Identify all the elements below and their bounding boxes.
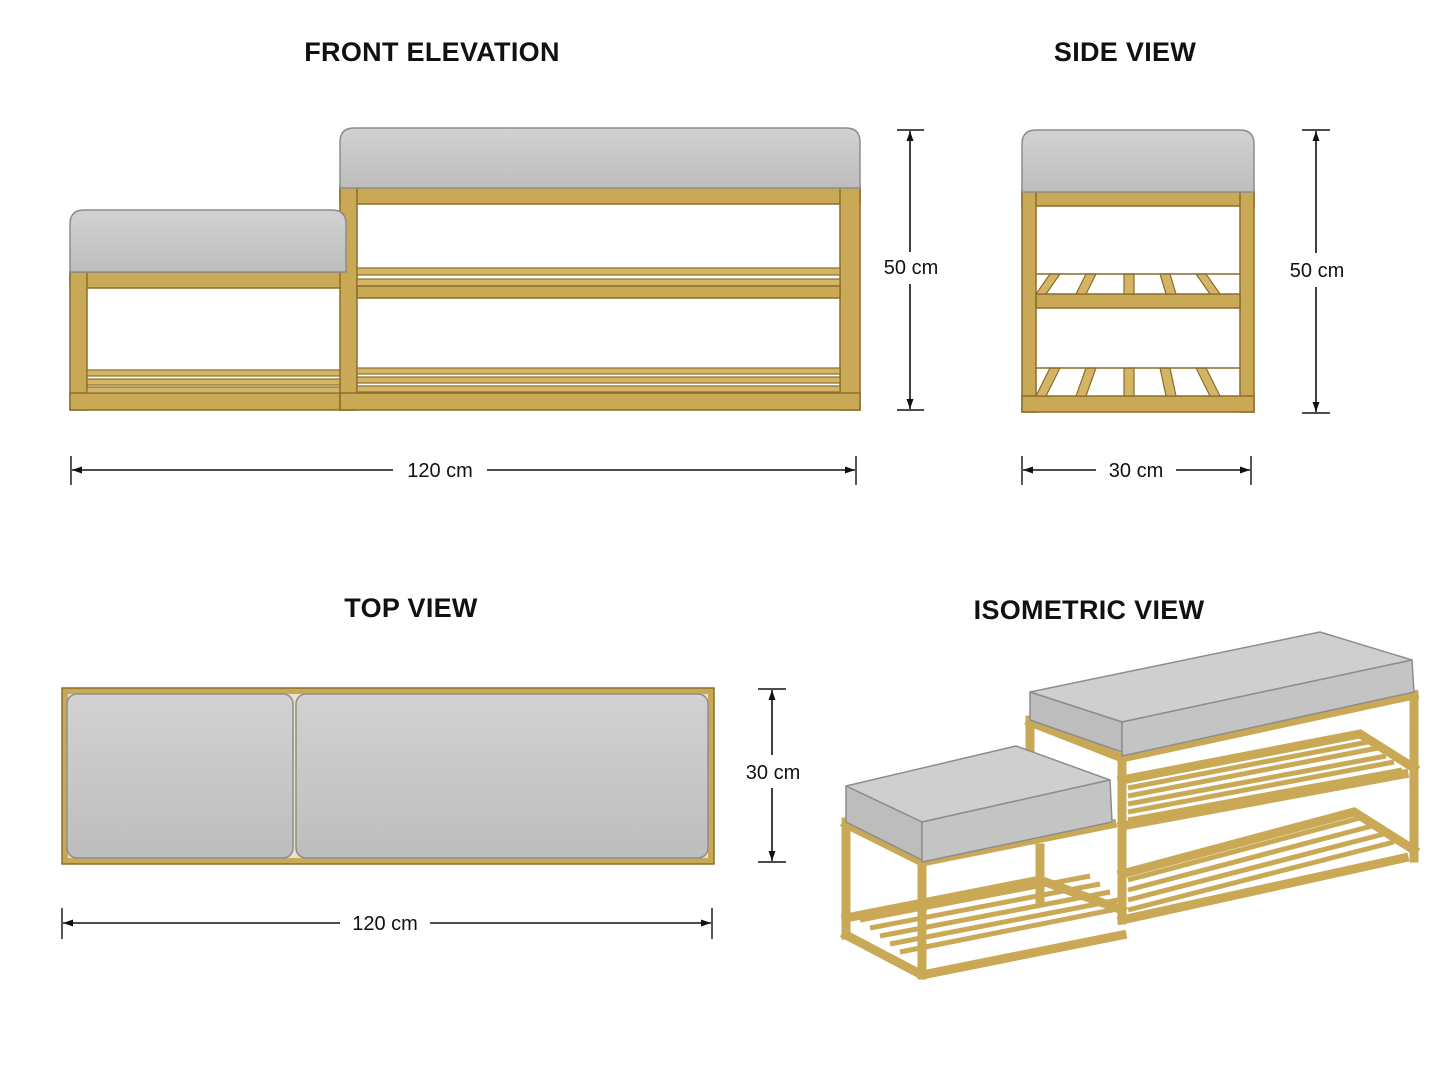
front-width-label: 120 cm bbox=[407, 460, 473, 482]
side-width-label: 30 cm bbox=[1109, 460, 1163, 482]
iso-small-cushion bbox=[845, 745, 1113, 863]
front-elevation-title: FRONT ELEVATION bbox=[304, 37, 560, 67]
side-view-drawing bbox=[1021, 129, 1255, 413]
top-view-title: TOP VIEW bbox=[344, 593, 478, 623]
front-tall-bench-frame bbox=[339, 185, 861, 411]
front-tall-cushion bbox=[339, 127, 861, 189]
top-large-cushion bbox=[295, 693, 709, 859]
top-depth-label: 30 cm bbox=[746, 762, 800, 784]
side-height-label: 50 cm bbox=[1290, 260, 1344, 282]
front-elevation-drawing bbox=[69, 127, 861, 411]
iso-tall-cushion bbox=[1029, 631, 1415, 757]
side-cushion bbox=[1021, 129, 1255, 193]
isometric-view-title: ISOMETRIC VIEW bbox=[973, 595, 1205, 625]
top-width-dimension: 120 cm bbox=[61, 908, 713, 939]
side-height-dimension: 50 cm bbox=[1290, 129, 1344, 414]
side-width-dimension: 30 cm bbox=[1021, 456, 1252, 485]
front-small-bench-frame bbox=[69, 271, 355, 411]
front-width-dimension: 120 cm bbox=[70, 456, 857, 485]
front-height-dimension: 50 cm bbox=[884, 129, 938, 411]
top-small-cushion bbox=[66, 693, 294, 859]
top-view-drawing bbox=[61, 687, 715, 865]
isometric-view-drawing bbox=[839, 631, 1421, 980]
front-height-label: 50 cm bbox=[884, 257, 938, 279]
top-width-label: 120 cm bbox=[352, 913, 418, 935]
front-small-cushion bbox=[69, 209, 347, 273]
iso-tall-bench-frame bbox=[1024, 689, 1421, 926]
top-depth-dimension: 30 cm bbox=[746, 688, 800, 863]
side-view-title: SIDE VIEW bbox=[1053, 37, 1197, 67]
